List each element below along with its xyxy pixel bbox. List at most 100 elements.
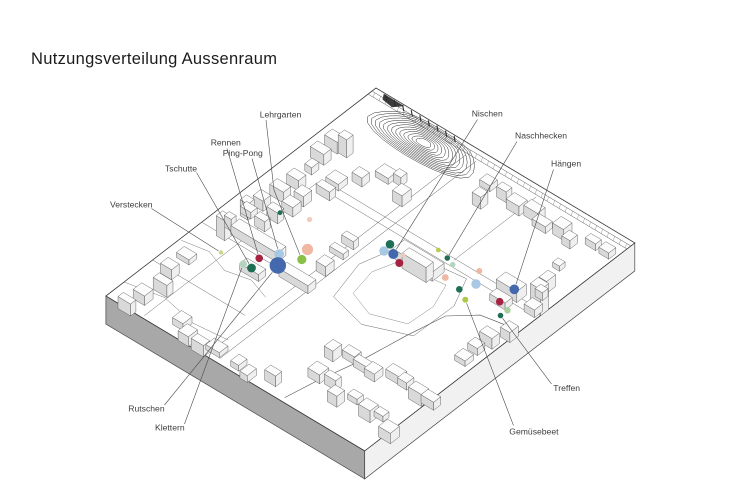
building-face (223, 211, 237, 220)
street-line (619, 239, 621, 245)
building-face (471, 186, 489, 198)
contour-line (387, 122, 457, 166)
building-face (252, 189, 272, 202)
dot-teal-dot-small-1 (277, 210, 283, 216)
leader-lehrgarten (265, 119, 301, 255)
building-face (523, 297, 543, 311)
contour-line (379, 117, 464, 171)
label-verstecken: Verstecken (110, 200, 153, 210)
plate-top-face (105, 87, 636, 452)
dot-salmon-dot-2 (476, 268, 483, 274)
building-face (117, 292, 137, 305)
building-face (337, 129, 354, 141)
leader-rutschen (164, 272, 273, 406)
building-face (392, 182, 412, 197)
building-face (293, 184, 313, 197)
building-face (397, 371, 415, 384)
street-line (613, 236, 615, 241)
building-face (505, 192, 528, 207)
street-line (397, 106, 399, 112)
label-haengen: Hängen (551, 159, 581, 169)
building-face (561, 229, 578, 241)
label-klettern: Klettern (155, 423, 185, 433)
dot-verstecken-dot (218, 250, 224, 255)
building-face (374, 163, 398, 179)
building (239, 363, 257, 383)
dot-klettern-dot (239, 260, 247, 268)
building-face (239, 201, 258, 213)
dot-lightblue-dot-2 (379, 246, 389, 256)
building-face (176, 246, 198, 261)
building-face (358, 397, 379, 412)
building-face (329, 241, 349, 255)
dot-lightblue-dot-3 (471, 279, 481, 289)
hillside-contours (367, 93, 475, 179)
street-line (607, 232, 609, 238)
building (392, 182, 412, 208)
building-face (281, 194, 302, 209)
building-face (325, 169, 349, 185)
building-face (269, 178, 292, 193)
building (351, 166, 370, 188)
ridge-hatch (410, 110, 413, 117)
building (479, 325, 500, 350)
street-line (571, 211, 573, 216)
street-line (373, 92, 375, 98)
street-line (181, 240, 266, 298)
building (420, 388, 442, 411)
street-line (415, 117, 417, 123)
dot-crimson-dot-2 (395, 259, 404, 267)
label-pingpong: Ping-Pong (223, 148, 263, 158)
street-line (625, 243, 627, 249)
dot-salmon-dot-3 (441, 274, 449, 281)
building-face (496, 181, 513, 193)
building-face (205, 337, 229, 353)
building-face (598, 241, 617, 254)
street-line (511, 175, 513, 180)
page-title: Nutzungsverteilung Aussenraum (31, 50, 278, 68)
ridge-hatch (427, 120, 431, 127)
ridge-hatch (436, 125, 439, 132)
ridge-hatch (384, 94, 388, 102)
dot-lehrgarten-dot (297, 254, 307, 265)
street-line (219, 160, 477, 359)
street-line (475, 153, 477, 159)
building (323, 339, 342, 363)
building (176, 246, 198, 266)
building (401, 247, 434, 284)
dot-rennen-dot (255, 254, 263, 263)
building-face (304, 157, 320, 169)
building-face (479, 173, 498, 186)
building-face (500, 320, 519, 333)
street-line (409, 114, 411, 119)
ridge-hatch (453, 135, 456, 142)
building (341, 230, 359, 251)
building-face (160, 257, 180, 271)
building-face (454, 348, 474, 362)
street-line (595, 225, 597, 231)
building-face (307, 360, 330, 376)
leader-verstecken (151, 208, 219, 252)
leader-naschhecken (448, 141, 518, 256)
label-gemuesebeet: Gemüsebeet (509, 427, 559, 437)
dot-palegreen-dot (504, 307, 511, 314)
leader-gemuesebeet (466, 303, 514, 426)
building (278, 262, 317, 295)
street-line (371, 90, 632, 247)
building-face (523, 199, 546, 214)
building (523, 297, 543, 319)
building-face (531, 213, 553, 228)
dot-salmon-dot-small-2 (401, 253, 406, 258)
leader-pingpong (251, 158, 278, 249)
building-face (341, 230, 359, 243)
activity-dots (218, 210, 520, 319)
building-face (309, 140, 332, 155)
street-line (469, 149, 471, 155)
leader-rennen (226, 148, 259, 255)
contour-line (399, 128, 446, 159)
street-line (559, 203, 561, 209)
building-face (584, 233, 602, 245)
building (454, 348, 474, 368)
building (561, 229, 578, 250)
label-rutschen: Rutschen (128, 404, 165, 414)
